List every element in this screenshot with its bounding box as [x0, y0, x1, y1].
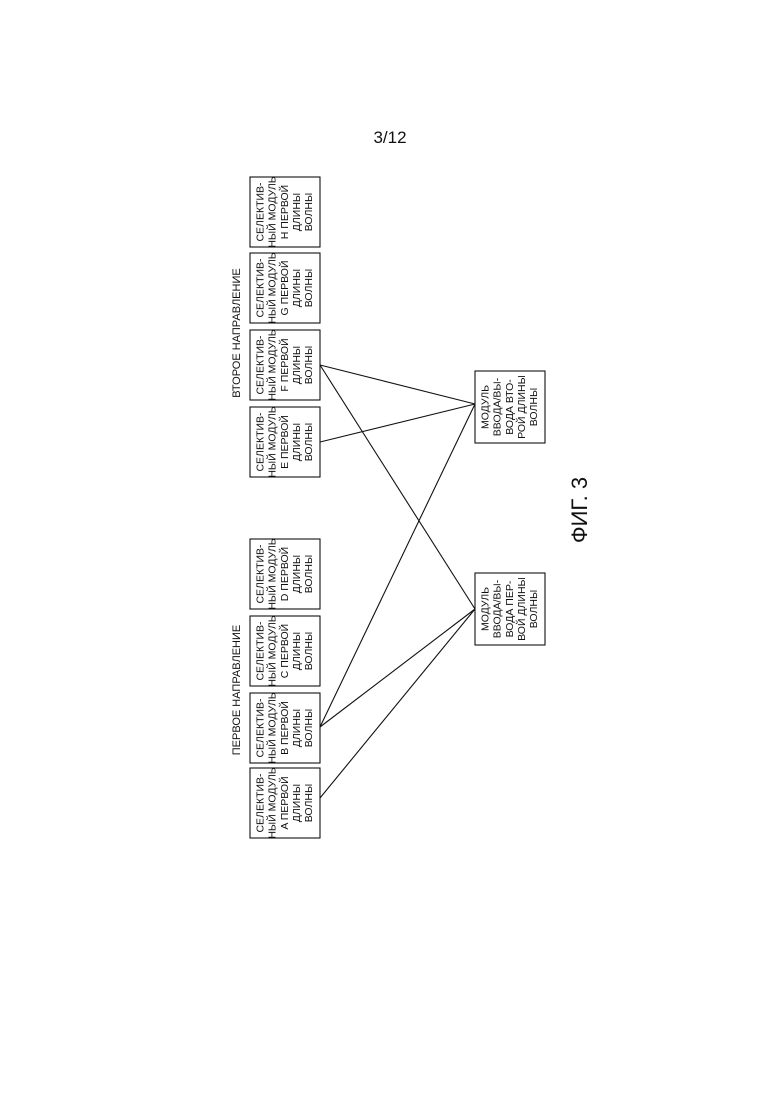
module-label-line: ДЛИНЫ [291, 632, 303, 670]
module-label-line: A ПЕРВОЙ [278, 776, 291, 829]
module-box [249, 176, 321, 248]
module-label-line: ДЛИНЫ [291, 423, 303, 461]
module-box [249, 615, 321, 687]
group-label-dir1: ПЕРВОЕ НАПРАВЛЕНИЕ [231, 625, 243, 755]
connection-b-io2 [319, 403, 476, 728]
module-label-line: ВОДА ВТО- [504, 379, 516, 435]
module-label-line: ДЛИНЫ [291, 555, 303, 593]
module-label-line: СЕЛЕКТИВ- [254, 621, 266, 681]
module-label-line: ВОДА ПЕР- [504, 580, 516, 637]
module-box [474, 572, 546, 646]
module-label-line: НЫЙ МОДУЛЬ [266, 176, 279, 247]
module-box [249, 538, 321, 610]
module-label-line: ДЛИНЫ [291, 269, 303, 307]
module-label-line: ВВОДА/ВЫ- [492, 377, 504, 436]
module-label-line: СЕЛЕКТИВ- [254, 412, 266, 472]
module-label-line: G ПЕРВОЙ [278, 260, 291, 315]
module-label-line: ВОЛНЫ [303, 269, 315, 307]
module-label-line: ДЛИНЫ [291, 346, 303, 384]
module-box [249, 329, 321, 401]
module-box [474, 370, 546, 444]
module-label-line: НЫЙ МОДУЛЬ [266, 615, 279, 686]
module-label-line: СЕЛЕКТИВ- [254, 182, 266, 242]
page-number: 3/12 [373, 128, 407, 147]
connection-a-io1 [319, 608, 476, 799]
module-label-line: МОДУЛЬ [479, 385, 491, 429]
module-label-line: C ПЕРВОЙ [278, 624, 291, 678]
module-label-line: ВОЛНЫ [303, 193, 315, 231]
module-label-line: ВОЛНЫ [303, 632, 315, 670]
module-label-line: ВВОДА/ВЫ- [492, 579, 504, 638]
group-labels: ПЕРВОЕ НАПРАВЛЕНИЕ ВТОРОЕ НАПРАВЛЕНИЕ [231, 268, 243, 755]
module-box [249, 406, 321, 478]
module-label-line: РОЙ ДЛИНЫ [515, 375, 528, 439]
module-label-line: МОДУЛЬ [479, 587, 491, 631]
module-label-line: НЫЙ МОДУЛЬ [266, 252, 279, 323]
module-label-line: СЕЛЕКТИВ- [254, 258, 266, 318]
group-label-dir2: ВТОРОЕ НАПРАВЛЕНИЕ [231, 268, 243, 397]
module-label-line: ВОЛНЫ [303, 555, 315, 593]
module-label-line: ВОЛНЫ [528, 590, 540, 628]
module-label-line: ВОЛНЫ [528, 388, 540, 426]
module-label-line: H ПЕРВОЙ [278, 185, 291, 239]
connection-f-io2 [319, 364, 476, 405]
connection-lines [319, 364, 476, 799]
module-label-line: F ПЕРВОЙ [278, 338, 291, 391]
module-label-line: D ПЕРВОЙ [278, 547, 291, 601]
module-label-line: НЫЙ МОДУЛЬ [266, 406, 279, 477]
module-box [249, 252, 321, 324]
module-label-line: ВОЙ ДЛИНЫ [515, 577, 528, 641]
module-label-line: ВОЛНЫ [303, 784, 315, 822]
module-label-line: ВОЛНЫ [303, 346, 315, 384]
module-label-line: ДЛИНЫ [291, 193, 303, 231]
module-label-line: ВОЛНЫ [303, 423, 315, 461]
module-label-line: ВОЛНЫ [303, 709, 315, 747]
module-label-line: СЕЛЕКТИВ- [254, 544, 266, 604]
module-box [249, 767, 321, 839]
module-label-line: ДЛИНЫ [291, 784, 303, 822]
module-label-line: НЫЙ МОДУЛЬ [266, 692, 279, 763]
module-label-line: B ПЕРВОЙ [278, 701, 291, 755]
module-label-line: E ПЕРВОЙ [278, 415, 291, 469]
connection-e-io2 [319, 403, 476, 443]
module-label-line: СЕЛЕКТИВ- [254, 335, 266, 395]
module-label-line: НЫЙ МОДУЛЬ [266, 767, 279, 838]
figure-caption: ФИГ. 3 [567, 477, 592, 543]
module-label-line: ДЛИНЫ [291, 709, 303, 747]
module-label-line: НЫЙ МОДУЛЬ [266, 538, 279, 609]
module-box [249, 692, 321, 764]
module-label-line: НЫЙ МОДУЛЬ [266, 329, 279, 400]
connection-b-io1 [319, 608, 476, 728]
module-label-line: СЕЛЕКТИВ- [254, 698, 266, 758]
connection-f-io1 [319, 364, 476, 610]
module-label-line: СЕЛЕКТИВ- [254, 773, 266, 833]
